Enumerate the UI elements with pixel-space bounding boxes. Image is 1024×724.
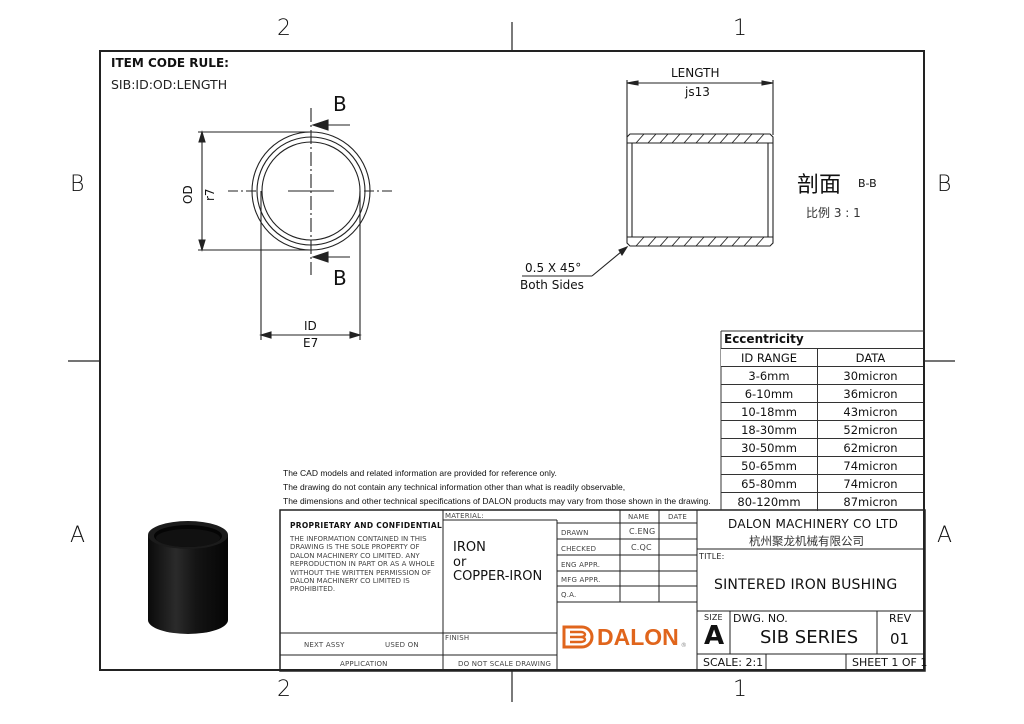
id-range-cell: 80-120mm <box>721 493 818 511</box>
table-row: 3-6mm 30micron <box>721 366 923 385</box>
company-name-cn: 杭州聚龙机械有限公司 <box>749 534 864 548</box>
material-line-1: IRON <box>453 540 486 555</box>
length-tolerance-label: js13 <box>685 85 710 99</box>
item-code-title: ITEM CODE RULE: <box>111 56 229 70</box>
approval-name: C.ENG <box>629 527 656 536</box>
approval-role: CHECKED <box>561 545 597 553</box>
section-marker-top: B <box>333 92 347 116</box>
table-row: 80-120mm 87micron <box>721 492 923 511</box>
table-row: 30-50mm 62micron <box>721 438 923 457</box>
id-range-cell: 3-6mm <box>721 367 818 385</box>
do-not-scale-label: DO NOT SCALE DRAWING <box>458 660 552 668</box>
item-code-rule: SIB:ID:OD:LENGTH <box>111 77 228 92</box>
front-view <box>198 108 394 340</box>
company-name-en: DALON MACHINERY CO LTD <box>728 517 899 531</box>
id-range-cell: 10-18mm <box>721 403 818 421</box>
application-label: APPLICATION <box>340 660 388 668</box>
header-id-range: ID RANGE <box>721 349 818 367</box>
data-cell: 87micron <box>843 495 898 509</box>
chamfer-note: 0.5 X 45° <box>525 261 582 275</box>
zone-label-top-1: 1 <box>733 16 747 41</box>
id-range-cell: 6-10mm <box>721 385 818 403</box>
approval-role: Q.A. <box>561 591 577 599</box>
data-cell: 43micron <box>843 405 898 419</box>
data-cell: 30micron <box>843 369 898 383</box>
disclaimer-line-1: The CAD models and related information a… <box>283 468 557 478</box>
registered-mark: ® <box>680 642 687 649</box>
id-dimension-label: ID <box>304 319 317 333</box>
zone-label-right-a: A <box>937 523 953 548</box>
data-cell: 74micron <box>843 459 898 473</box>
table-row: 6-10mm 36micron <box>721 384 923 403</box>
table-row: 50-65mm 74micron <box>721 456 923 475</box>
zone-label-bottom-1: 1 <box>733 677 747 702</box>
rev-value: 01 <box>890 630 910 648</box>
drawing-border <box>99 50 925 671</box>
dwg-no-value: SIB SERIES <box>760 627 859 648</box>
table-row: 18-30mm 52micron <box>721 420 923 439</box>
size-label: SIZE <box>704 613 723 622</box>
approval-role: MFG APPR. <box>561 576 601 584</box>
material-label: MATERIAL: <box>445 512 484 520</box>
header-data: DATA <box>855 351 886 365</box>
data-cell: 52micron <box>843 423 898 437</box>
od-tolerance-label: r7 <box>203 188 217 201</box>
approval-role: ENG APPR. <box>561 561 601 569</box>
dalon-logo-mark-icon <box>562 625 594 649</box>
sheet-label: SHEET 1 OF 1 <box>852 656 928 669</box>
id-range-cell: 18-30mm <box>721 421 818 439</box>
eccentricity-title: Eccentricity <box>724 332 804 346</box>
section-marker-bottom: B <box>333 266 347 290</box>
data-cell: 62micron <box>843 441 898 455</box>
table-row: 65-80mm 74micron <box>721 474 923 493</box>
section-title-cn: 剖面 <box>797 173 842 198</box>
dalon-logo-text: DALON <box>597 624 679 650</box>
zone-label-left-a: A <box>70 523 86 548</box>
eccentricity-header-row: ID RANGE DATA <box>721 348 923 367</box>
name-column-header: NAME <box>628 513 650 521</box>
zone-label-right-b: B <box>937 172 952 197</box>
material-line-3: COPPER-IRON <box>453 569 543 584</box>
chamfer-note-both-sides: Both Sides <box>520 278 584 292</box>
section-title-ref: B-B <box>858 177 877 190</box>
approval-name: C.QC <box>631 543 652 552</box>
section-scale-label: 比例 3 : 1 <box>806 206 861 220</box>
zone-label-top-2: 2 <box>277 16 291 41</box>
disclaimer-line-3: The dimensions and other technical speci… <box>283 496 711 506</box>
id-range-cell: 50-65mm <box>721 457 818 475</box>
dwg-no-label: DWG. NO. <box>733 612 788 625</box>
material-line-2: or <box>453 555 467 570</box>
proprietary-text: THE INFORMATION CONTAINED IN THIS DRAWIN… <box>290 535 435 594</box>
section-view <box>522 80 774 277</box>
id-range-cell: 65-80mm <box>721 475 818 493</box>
disclaimer-line-2: The drawing do not contain any technical… <box>283 482 626 492</box>
data-cell: 36micron <box>843 387 898 401</box>
size-value: A <box>704 621 725 651</box>
rev-label: REV <box>889 612 912 625</box>
zone-label-bottom-2: 2 <box>277 677 291 702</box>
scale-label: SCALE: 2:1 <box>703 656 764 669</box>
title-label: TITLE: <box>699 552 725 561</box>
proprietary-title: PROPRIETARY AND CONFIDENTIAL <box>290 521 443 530</box>
used-on-label: USED ON <box>385 641 419 649</box>
length-dimension-label: LENGTH <box>671 66 720 80</box>
table-row: 10-18mm 43micron <box>721 402 923 421</box>
id-range-cell: 30-50mm <box>721 439 818 457</box>
od-dimension-label: OD <box>181 185 195 204</box>
id-tolerance-label: E7 <box>303 336 319 350</box>
data-cell: 74micron <box>843 477 898 491</box>
next-assy-label: NEXT ASSY <box>304 641 345 649</box>
approval-role: DRAWN <box>561 529 589 537</box>
finish-label: FINISH <box>445 634 470 642</box>
eccentricity-table: Eccentricity ID RANGE DATA 3-6mm 30micron… <box>721 331 925 511</box>
drawing-title: SINTERED IRON BUSHING <box>714 577 898 593</box>
dalon-logo: DALON ® <box>562 625 687 649</box>
zone-label-left-b: B <box>70 172 85 197</box>
date-column-header: DATE <box>668 513 688 521</box>
